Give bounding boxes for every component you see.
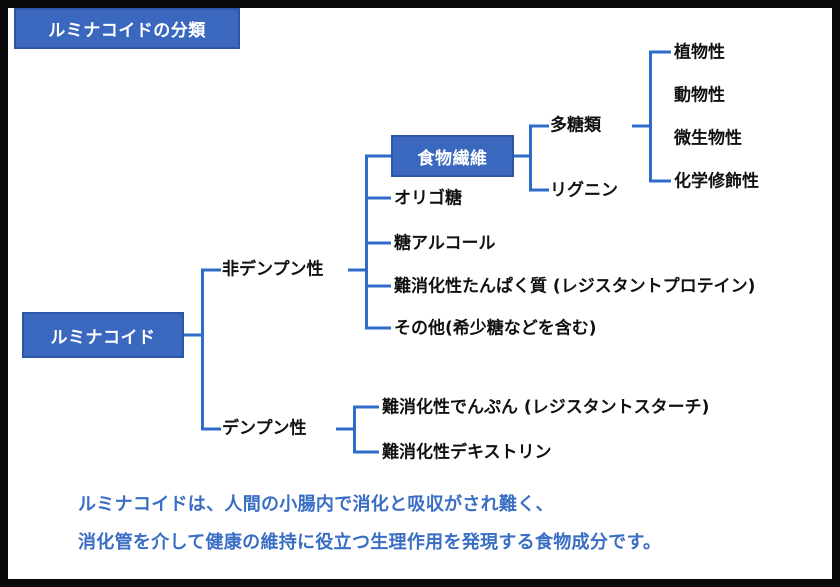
node-oligosaccharide-label: オリゴ糖 [394, 188, 462, 209]
node-root-luminacoid: ルミナコイド [22, 312, 184, 358]
node-nonstarch-label: 非デンプン性 [222, 259, 324, 280]
node-animal-origin: 動物性 [674, 85, 725, 106]
caption-line-2: 消化管を介して健康の維持に役立つ生理作用を発現する食物成分です。 [78, 532, 662, 553]
node-chemically-modified: 化学修飾性 [674, 171, 759, 192]
node-resistant-protein: 難消化性たんぱく質 (レジスタントプロテイン) [394, 276, 756, 297]
node-resistant-dextrin-label: 難消化性デキストリン [382, 442, 552, 463]
connector-root-stub [184, 333, 204, 337]
node-starch-label: デンプン性 [222, 418, 307, 439]
connector-to-starch [201, 427, 221, 431]
connector-nonstarch-stub [348, 268, 368, 272]
node-polysaccharide-label: 多糖類 [550, 115, 601, 136]
connector-level1-spine [201, 270, 204, 430]
node-microbial-origin-label: 微生物性 [674, 128, 742, 149]
diagram-caption: ルミナコイドは、人間の小腸内で消化と吸収がされ難く、 消化管を介して健康の維持に… [78, 486, 798, 562]
connector-to-fiber [365, 154, 391, 158]
connector-to-resistant-dextrin [353, 450, 379, 454]
node-sugar-alcohol-label: 糖アルコール [394, 233, 496, 254]
connector-starch-stub [336, 427, 356, 431]
diagram-title-text: ルミナコイドの分類 [48, 21, 206, 41]
connector-to-other [365, 326, 391, 330]
connector-to-oligosaccharide [365, 196, 391, 200]
node-plant-origin-label: 植物性 [674, 42, 725, 63]
node-plant-origin: 植物性 [674, 42, 725, 63]
node-lignin-label: リグニン [550, 180, 618, 201]
node-other-rare-sugars: その他(希少糖などを含む) [394, 318, 597, 339]
connector-fiber-stub [514, 154, 532, 158]
node-lignin: リグニン [550, 180, 618, 201]
node-nonstarch: 非デンプン性 [222, 259, 324, 280]
node-resistant-starch-label: 難消化性でんぷん (レジスタントスターチ) [382, 397, 710, 418]
connector-polysaccharide-spine [649, 52, 652, 182]
connector-to-plant-origin [649, 50, 671, 54]
node-animal-origin-label: 動物性 [674, 85, 725, 106]
diagram-title-banner: ルミナコイドの分類 [14, 8, 240, 49]
connector-polysaccharide-stub [632, 124, 652, 128]
node-oligosaccharide: オリゴ糖 [394, 188, 462, 209]
caption-line-1: ルミナコイドは、人間の小腸内で消化と吸収がされ難く、 [78, 494, 554, 515]
node-resistant-protein-label: 難消化性たんぱく質 (レジスタントプロテイン) [394, 276, 756, 297]
node-dietary-fiber: 食物繊維 [391, 135, 514, 177]
node-microbial-origin: 微生物性 [674, 128, 742, 149]
node-other-rare-sugars-label: その他(希少糖などを含む) [394, 318, 597, 339]
connector-to-chemical-modified [649, 179, 671, 183]
connector-to-sugar-alcohol [365, 241, 391, 245]
connector-to-resistant-protein [365, 284, 391, 288]
node-chemically-modified-label: 化学修飾性 [674, 171, 759, 192]
connector-fiber-spine [529, 126, 532, 190]
connector-to-nonstarch [201, 268, 221, 272]
connector-starch-spine [353, 407, 356, 453]
node-resistant-starch: 難消化性でんぷん (レジスタントスターチ) [382, 397, 710, 418]
node-root-label: ルミナコイド [50, 327, 156, 348]
node-polysaccharide: 多糖類 [550, 115, 601, 136]
node-dietary-fiber-label: 食物繊維 [417, 148, 488, 169]
node-starch: デンプン性 [222, 418, 307, 439]
node-sugar-alcohol: 糖アルコール [394, 233, 496, 254]
connector-to-polysaccharide [529, 124, 549, 128]
node-resistant-dextrin: 難消化性デキストリン [382, 442, 552, 463]
connector-to-lignin [529, 188, 549, 192]
connector-to-resistant-starch [353, 405, 379, 409]
